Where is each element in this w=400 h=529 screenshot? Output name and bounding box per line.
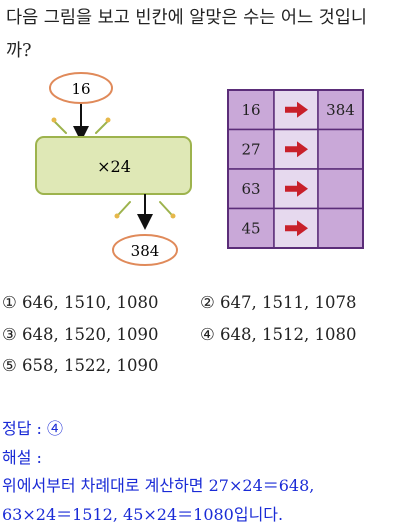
right-arrow-icon <box>285 180 308 197</box>
figure: 16 ×24 384 16 384 27 63 45 <box>35 72 364 266</box>
table-cell-output <box>317 168 364 210</box>
choices: ① 646, 1510, 1080 ② 647, 1511, 1078 ③ 64… <box>2 287 357 382</box>
table-input-value: 63 <box>241 180 260 198</box>
machine-box <box>35 136 192 195</box>
choice-2[interactable]: ② 647, 1511, 1078 <box>200 293 357 312</box>
output-sparkle-icon <box>118 201 172 215</box>
function-machine: 16 ×24 384 <box>35 72 192 266</box>
right-arrow-icon <box>285 141 308 158</box>
table-output-value: 384 <box>326 101 355 119</box>
answer-label: 정답 : ④ <box>2 419 64 438</box>
explanation-label: 해설 : <box>2 447 42 467</box>
table-cell-output <box>317 128 364 170</box>
question-line-1: 다음 그림을 보고 빈칸에 알맞은 수는 어느 것입니 <box>6 8 367 28</box>
table-cell-output <box>317 207 364 249</box>
table-cell-output <box>317 89 364 131</box>
table-cell-input <box>227 207 275 249</box>
choice-1[interactable]: ① 646, 1510, 1080 <box>2 293 159 312</box>
explanation-line-2: 63×24＝1512, 45×24＝1080입니다. <box>2 504 284 524</box>
question-line-2: 까? <box>6 41 32 61</box>
input-sparkle-icon <box>54 121 108 134</box>
io-table: 16 384 27 63 45 <box>227 89 364 249</box>
choice-5[interactable]: ⑤ 658, 1522, 1090 <box>2 356 159 375</box>
table-input-value: 27 <box>241 140 260 158</box>
explanation-line-1: 위에서부터 차례대로 계산하면 27×24＝648, <box>2 476 315 495</box>
output-oval <box>112 234 178 266</box>
table-input-value: 45 <box>241 219 260 237</box>
choice-4[interactable]: ④ 648, 1512, 1080 <box>200 324 357 344</box>
machine-output: 384 <box>131 242 160 260</box>
choice-3[interactable]: ③ 648, 1520, 1090 <box>2 324 159 344</box>
input-oval <box>49 72 113 104</box>
machine-input: 16 <box>71 80 90 98</box>
answer-section: 정답 : ④ 해설 : 위에서부터 차례대로 계산하면 27×24＝648, 6… <box>2 415 314 529</box>
right-arrow-icon <box>285 101 308 118</box>
table-border <box>227 89 364 249</box>
table-input-value: 16 <box>241 101 260 119</box>
machine-operation: ×24 <box>97 157 131 176</box>
right-arrow-icon <box>285 220 308 237</box>
question-text: 다음 그림을 보고 빈칸에 알맞은 수는 어느 것입니 까? <box>6 2 396 68</box>
